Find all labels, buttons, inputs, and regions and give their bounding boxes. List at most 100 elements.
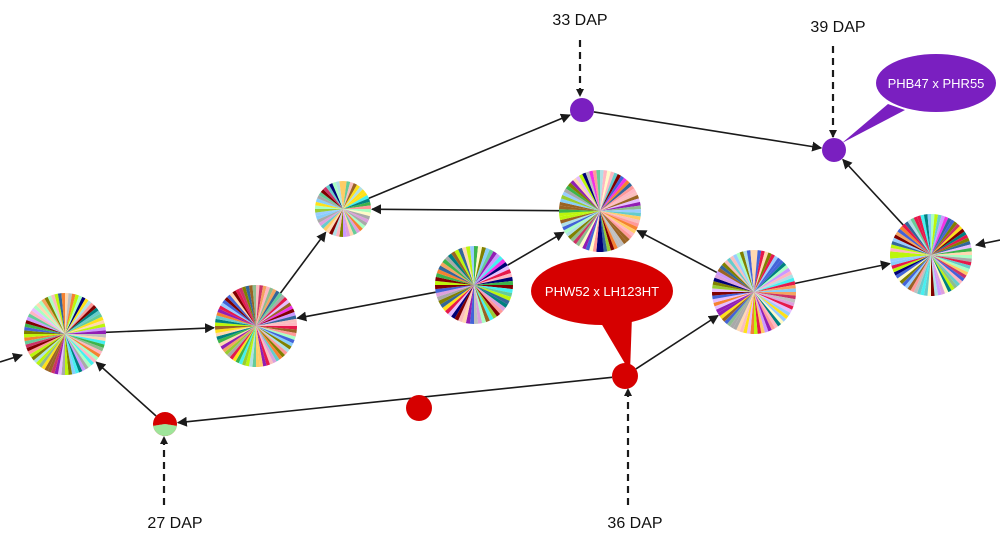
- pie-slice: [754, 292, 787, 322]
- pie-slice: [712, 292, 754, 303]
- pie-slice: [600, 211, 608, 252]
- pie-slice: [563, 188, 600, 211]
- pie-slice: [754, 292, 793, 313]
- pie-slice: [559, 201, 600, 211]
- pie-slice: [454, 285, 474, 321]
- pie-slice: [343, 201, 371, 209]
- pie-slice: [65, 319, 105, 334]
- pie-slice: [931, 255, 970, 273]
- pie-slice: [256, 326, 264, 367]
- pie-slice: [29, 334, 66, 358]
- pie-slice: [474, 262, 508, 285]
- pie-slice: [715, 292, 754, 313]
- pie-slice: [592, 170, 600, 211]
- pie-slice: [343, 209, 371, 217]
- pie-slice: [245, 285, 256, 326]
- pie-slice: [916, 255, 931, 295]
- edge-pie_left_mid-to-pie_upper_left: [279, 231, 327, 294]
- pie-slice: [474, 249, 494, 285]
- pie-slice: [727, 292, 754, 327]
- pie-slice: [65, 295, 83, 334]
- pie-slice: [754, 292, 779, 329]
- pie-slice: [474, 285, 487, 324]
- pie-slice: [907, 255, 931, 291]
- pie-slice: [913, 216, 931, 255]
- pie-slice: [339, 209, 343, 237]
- pie-slice: [216, 311, 256, 326]
- pie-slice: [891, 240, 931, 255]
- pie-slice: [559, 205, 600, 211]
- pie-slice: [343, 184, 361, 209]
- pie-slice: [575, 211, 600, 247]
- pie-slice: [754, 292, 765, 334]
- pie-slice: [920, 255, 931, 296]
- pie-slice: [746, 250, 754, 292]
- pie-slice: [65, 334, 104, 352]
- pie-slice: [931, 244, 972, 255]
- pie-slice: [754, 292, 772, 332]
- pie-slice: [215, 318, 256, 326]
- pie-slice: [899, 226, 931, 255]
- pie-slice: [754, 292, 789, 319]
- pie-slice: [44, 296, 65, 334]
- pie-slice: [440, 262, 474, 285]
- pie-slice: [897, 228, 931, 255]
- pie-slice: [727, 257, 754, 292]
- pie-slice: [931, 214, 939, 255]
- pie-slice: [44, 334, 65, 372]
- pie-slice: [743, 250, 754, 292]
- pie-slice: [256, 326, 285, 358]
- callout-red-text: PHW52 x LH123HT: [545, 284, 659, 299]
- pie-slice: [33, 334, 65, 363]
- pie-slice: [325, 184, 343, 209]
- pie-slice: [241, 326, 256, 366]
- pie-slice: [315, 209, 343, 220]
- pie-slice: [29, 310, 66, 334]
- pie-slice: [229, 326, 256, 360]
- pie-slice: [754, 251, 769, 292]
- pie-slice: [754, 292, 796, 303]
- callout-purple-bubble: [876, 54, 996, 112]
- pie-slice: [474, 246, 483, 285]
- pie-slice: [600, 182, 633, 211]
- pie-slice: [719, 265, 754, 292]
- pie-slice: [565, 211, 600, 237]
- callout-purple-tail: [842, 104, 905, 143]
- pie-slice: [754, 271, 793, 292]
- pie-slice: [474, 285, 503, 314]
- pie-slice: [215, 322, 256, 326]
- pie-slice: [754, 288, 796, 292]
- pie-slice: [469, 245, 474, 285]
- pie-slice: [474, 285, 490, 323]
- pie-slice: [241, 286, 256, 326]
- pie-slice: [332, 181, 343, 209]
- pie-slice: [235, 326, 256, 364]
- pie-slice: [592, 211, 600, 252]
- pie-slice: [600, 211, 611, 252]
- pie-slice: [65, 334, 105, 349]
- pie-slice: [714, 274, 754, 292]
- pie-slice: [600, 211, 622, 248]
- pie-slice: [36, 334, 65, 366]
- pie-slice: [754, 259, 784, 292]
- pie-slice: [600, 211, 633, 240]
- pie-slice: [440, 285, 474, 308]
- pie-slice: [931, 240, 971, 255]
- pie-slice: [343, 209, 371, 213]
- pie-slice: [474, 285, 497, 319]
- pie-slice: [256, 326, 292, 350]
- pie-slice: [931, 255, 967, 279]
- dap-pointers: [160, 40, 837, 505]
- pie-slice: [217, 308, 256, 326]
- pie-slice: [65, 313, 103, 334]
- pie-slice: [238, 287, 256, 326]
- pie-slice: [754, 292, 784, 325]
- pie-slice: [217, 326, 256, 344]
- pie-slice: [451, 285, 474, 319]
- pie-slice: [65, 323, 106, 334]
- pie-slice: [318, 191, 343, 209]
- pie-slice: [754, 255, 779, 292]
- pie-slice: [465, 285, 474, 324]
- pie-slice: [26, 316, 65, 334]
- label-39dap: 39 DAP: [810, 19, 865, 36]
